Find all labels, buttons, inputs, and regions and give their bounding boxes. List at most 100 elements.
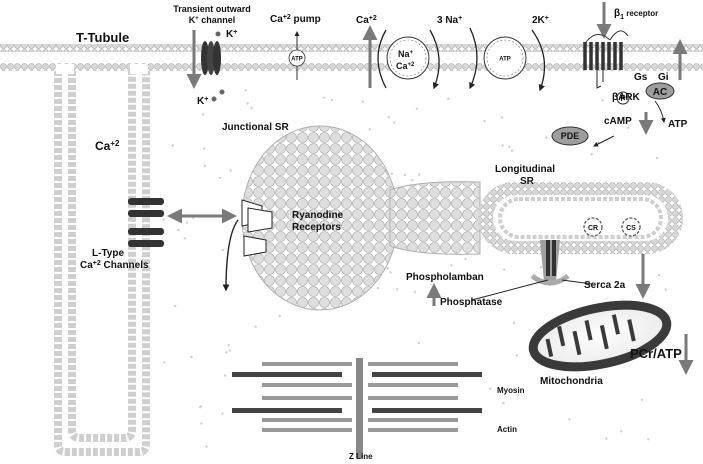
cytosol-dot — [389, 271, 392, 274]
cytosol-dots — [162, 89, 667, 448]
k-plus-bottom-label: K+ — [197, 96, 208, 107]
cytosol-dot — [361, 100, 364, 103]
z-line-label: Z Line — [349, 452, 373, 461]
mitochondria-organelle — [528, 300, 694, 375]
pcr-atp-label: PCr/ATP — [630, 346, 682, 361]
longitudinal-sr — [478, 182, 683, 254]
atp-right-label: ATP — [668, 119, 688, 130]
camp-label: cAMP — [604, 116, 632, 127]
cytosol-dot — [502, 401, 505, 405]
ca-pump-atp: ATP — [291, 57, 303, 63]
cytosol-dot — [590, 153, 593, 156]
cytosol-dot — [664, 288, 667, 291]
cytosol-dot — [250, 106, 253, 110]
t-tubule-label: T-Tubule — [76, 30, 129, 45]
mitochondria-label: Mitochondria — [540, 376, 603, 387]
cytosol-dot — [330, 98, 334, 102]
phosphatase-label: Phosphatase — [440, 297, 503, 308]
cytosol-dot — [417, 341, 420, 345]
cytosol-dot — [601, 99, 604, 102]
cytosol-dot — [483, 119, 486, 123]
cytosol-dot — [390, 172, 393, 175]
cytosol-dot — [447, 97, 450, 100]
ca-pump-label: Ca+2 pump — [270, 14, 321, 25]
t-tubule-membrane — [54, 64, 150, 456]
cytosol-dot — [183, 237, 186, 240]
ca-exchanger-label: Ca+2 — [356, 15, 377, 26]
two-k-label: 2K+ — [532, 15, 549, 26]
cytosol-dot — [227, 344, 230, 347]
cytosol-dot — [162, 218, 165, 221]
cytosol-dot — [177, 228, 180, 232]
cytosol-dot — [393, 121, 396, 124]
calreticulin: CR — [583, 217, 603, 237]
ryanodine-label-1: Ryanodine — [292, 210, 344, 221]
beta-receptor-label: β1 receptor — [614, 8, 658, 21]
cytosol-dot — [246, 102, 249, 105]
cytosol-dot — [418, 173, 421, 176]
cytosol-dot — [640, 398, 644, 401]
cytosol-dot — [229, 169, 232, 172]
transient-outward-channel-label: K+ channel — [189, 15, 236, 25]
cytosol-dot — [163, 361, 166, 364]
myosin-label: Myosin — [497, 386, 525, 395]
cytosol-dot — [512, 321, 516, 325]
cytosol-dot — [568, 418, 571, 421]
na-exchanger-label: 3 Na+ — [437, 15, 462, 26]
na-ca-exchanger — [362, 25, 440, 90]
cytosol-dot — [201, 96, 204, 99]
cytosol-dot — [203, 147, 206, 150]
ac-label: AC — [653, 87, 667, 98]
l-type-channels — [128, 198, 237, 247]
cytosol-dot — [450, 264, 453, 267]
k-channel — [186, 30, 225, 102]
cs-label: CS — [626, 225, 636, 232]
cytosol-dot — [174, 304, 177, 308]
cytosol-dot — [203, 164, 206, 167]
ca-cytosol-label: Ca+2 — [95, 139, 120, 153]
cytosol-dot — [225, 351, 228, 354]
serca-pump — [426, 240, 651, 306]
exchanger-ca-label: Ca+2 — [396, 61, 415, 71]
cytosol-dot — [387, 116, 391, 119]
ryanodine-label-2: Receptors — [292, 222, 341, 233]
cytosol-dot — [510, 149, 514, 152]
junctional-sr — [241, 125, 481, 311]
bark-label: βARK — [612, 92, 641, 103]
sarcolemma-membrane — [0, 44, 703, 71]
gs-label: Gs — [634, 72, 648, 83]
cytosol-dot — [368, 128, 371, 131]
cytosol-dot — [198, 406, 202, 409]
cytosol-dot — [278, 314, 281, 318]
cytosol-dot — [501, 144, 504, 147]
cytosol-dot — [396, 288, 399, 291]
na-k-atp: ATP — [499, 57, 511, 63]
cytosol-dot — [413, 290, 417, 294]
cytosol-dot — [605, 437, 608, 440]
sarcomere — [232, 358, 482, 458]
cytosol-dot — [376, 286, 380, 290]
cytosol-dot — [171, 144, 174, 147]
serca-label: Serca 2a — [584, 280, 626, 291]
cytosol-dot — [190, 355, 193, 359]
actin-label: Actin — [497, 425, 517, 434]
cytosol-dot — [657, 274, 661, 277]
cytosol-dot — [228, 349, 231, 352]
cytosol-dot — [655, 156, 659, 160]
cytosol-dot — [415, 107, 419, 110]
cytosol-dot — [322, 96, 325, 100]
cytosol-dot — [244, 89, 247, 92]
cytosol-dot — [500, 116, 504, 119]
na-k-atpase: ATP — [469, 27, 546, 92]
l-type-label-2: Ca+2 Channels — [80, 260, 149, 271]
transient-outward-label: Transient outward — [173, 4, 251, 14]
cytosol-dot — [403, 173, 406, 177]
junctional-sr-label: Junctional SR — [222, 122, 289, 133]
ryanodine-receptors — [222, 199, 273, 292]
cytosol-dot — [221, 248, 224, 252]
cytosol-dot — [626, 126, 630, 129]
cytosol-dot — [515, 354, 518, 357]
longitudinal-sr-label-2: SR — [520, 176, 535, 187]
ca-pump: ATP — [288, 31, 306, 80]
